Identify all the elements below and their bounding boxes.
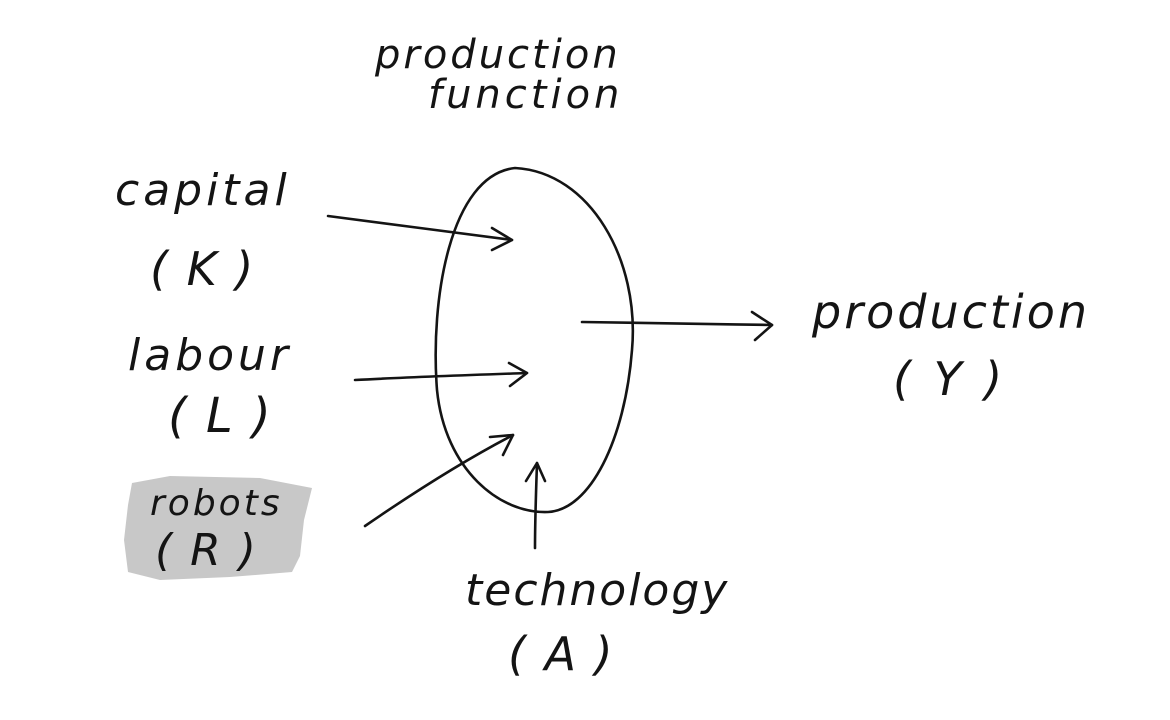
technology-arrow xyxy=(524,461,547,550)
capital-arrow xyxy=(326,214,514,252)
robots-symbol: ( R ) xyxy=(155,525,258,576)
production-function-oval xyxy=(434,166,635,514)
output-arrow xyxy=(580,310,774,342)
output-label: production xyxy=(811,285,1090,339)
title-line-1: production xyxy=(374,32,621,78)
robots-arrow xyxy=(363,433,515,528)
output-symbol: ( Y ) xyxy=(893,352,1006,406)
technology-label: technology xyxy=(465,565,729,616)
capital-label: capital xyxy=(115,165,291,216)
labour-arrow xyxy=(353,361,529,388)
technology-symbol: ( A ) xyxy=(508,627,615,681)
labour-symbol: ( L ) xyxy=(168,388,273,444)
robots-label: robots xyxy=(150,483,283,524)
labour-label: labour xyxy=(128,330,292,381)
title-line-2: function xyxy=(428,72,623,118)
capital-symbol: ( K ) xyxy=(150,242,255,296)
robots-highlight xyxy=(124,476,312,580)
